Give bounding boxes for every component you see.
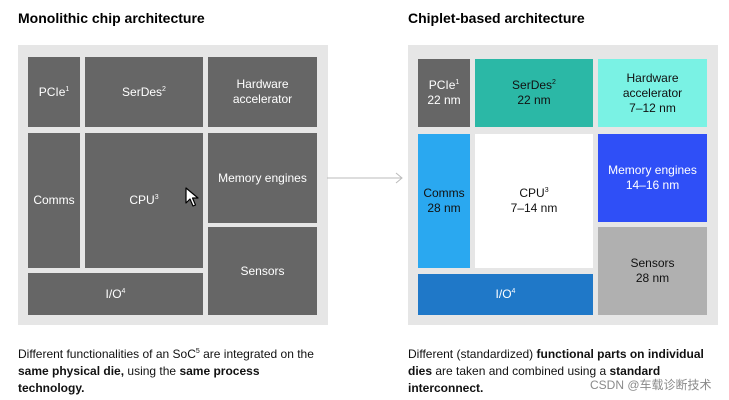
chiplet-serdes-block: SerDes2 22 nm — [475, 59, 593, 127]
watermark: CSDN @车载诊断技术 — [589, 378, 713, 392]
monolithic-caption: Different functionalities of an SoC5 are… — [18, 347, 314, 395]
arrow-right-icon — [327, 172, 403, 184]
mono-comms-block: Comms — [28, 133, 80, 268]
chiplet-title: Chiplet-based architecture — [408, 10, 585, 26]
mouse-cursor-icon — [185, 187, 199, 207]
mono-hardware-accelerator-block: Hardware accelerator — [208, 57, 317, 127]
monolithic-die: PCIe1 SerDes2 Hardware accelerator Comms… — [18, 45, 328, 325]
chiplet-pcie-block: PCIe1 22 nm — [418, 59, 470, 127]
monolithic-title: Monolithic chip architecture — [18, 10, 205, 26]
chiplet-hardware-accelerator-block: Hardware accelerator 7–12 nm — [598, 59, 707, 127]
chiplet-package: PCIe1 22 nm SerDes2 22 nm Hardware accel… — [408, 45, 718, 325]
chiplet-caption: Different (standardized) functional part… — [408, 347, 704, 395]
mono-sensors-block: Sensors — [208, 227, 317, 315]
chiplet-memory-engines-block: Memory engines 14–16 nm — [598, 134, 707, 222]
chiplet-sensors-block: Sensors 28 nm — [598, 227, 707, 315]
chiplet-comms-block: Comms 28 nm — [418, 134, 470, 268]
mono-cpu-block: CPU3 — [85, 133, 203, 268]
mono-memory-engines-block: Memory engines — [208, 133, 317, 223]
mono-serdes-block: SerDes2 — [85, 57, 203, 127]
chiplet-io-block: I/O4 — [418, 274, 593, 315]
chiplet-cpu-block: CPU3 7–14 nm — [475, 134, 593, 268]
mono-io-block: I/O4 — [28, 273, 203, 315]
mono-pcie-block: PCIe1 — [28, 57, 80, 127]
